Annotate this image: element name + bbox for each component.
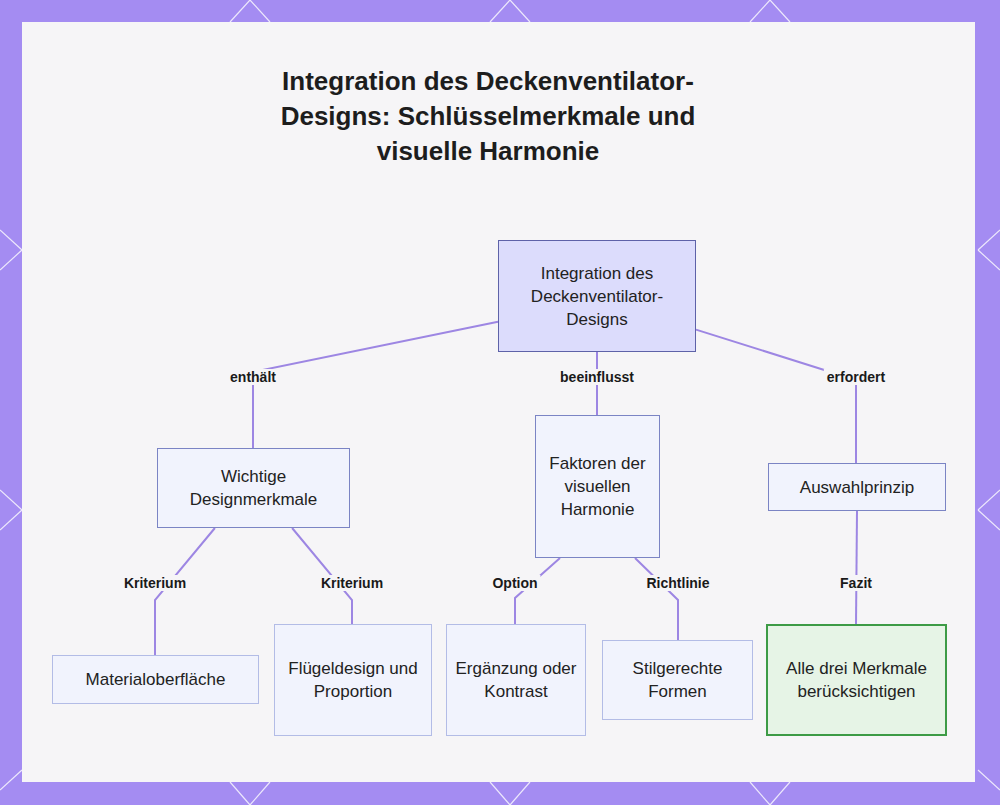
concept-box: Auswahlprinzip <box>768 463 946 511</box>
edge-label: beeinflusst <box>557 369 637 385</box>
connector-line <box>515 558 560 624</box>
concept-box: Materialoberfläche <box>52 655 259 704</box>
edge-label: enthält <box>227 369 279 385</box>
concept-box: Alle drei Merkmale berücksichtigen <box>766 624 947 736</box>
connector-line <box>253 322 498 448</box>
node-text: Stilgerechte Formen <box>611 657 744 703</box>
diagram-title: Integration des Deckenventilator-Designs… <box>238 64 738 169</box>
concept-box: Wichtige Designmerkmale <box>157 448 350 528</box>
concept-box: Faktoren der visuellen Harmonie <box>535 415 660 558</box>
node-text: Alle drei Merkmale berücksichtigen <box>776 657 937 703</box>
connector-line <box>635 558 678 640</box>
edge-label: Option <box>489 575 540 591</box>
node-text: Integration des Deckenventilator-Designs <box>507 262 687 331</box>
edge-label: Richtlinie <box>643 575 712 591</box>
connector-line <box>696 330 856 463</box>
concept-box: Ergänzung oder Kontrast <box>446 624 586 736</box>
connector-line <box>856 511 857 624</box>
node-text: Materialoberfläche <box>86 668 226 691</box>
concept-box: Flügeldesign und Proportion <box>274 624 432 736</box>
node-text: Auswahlprinzip <box>800 476 914 499</box>
concept-box: Integration des Deckenventilator-Designs <box>498 240 696 352</box>
node-text: Faktoren der visuellen Harmonie <box>544 452 651 521</box>
edge-label: Kriterium <box>121 575 189 591</box>
concept-box: Stilgerechte Formen <box>602 640 753 720</box>
node-text: Ergänzung oder Kontrast <box>455 657 577 703</box>
connector-line <box>155 528 215 655</box>
node-text: Flügeldesign und Proportion <box>283 657 423 703</box>
edge-label: erfordert <box>824 369 888 385</box>
edge-label: Fazit <box>837 575 875 591</box>
edge-label: Kriterium <box>318 575 386 591</box>
node-text: Wichtige Designmerkmale <box>166 465 341 511</box>
